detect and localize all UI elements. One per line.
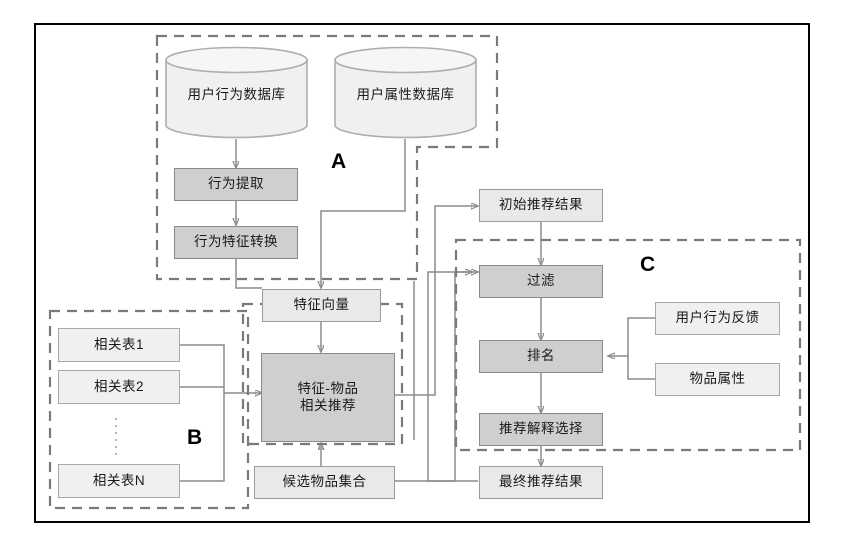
- node-behavior-extraction-label: 行为提取: [208, 176, 264, 192]
- db-user-attribute[interactable]: 用户属性数据库: [333, 46, 478, 140]
- node-behavior-feature-transform-label: 行为特征转换: [194, 234, 278, 250]
- node-candidate-item-set[interactable]: 候选物品集合: [254, 466, 395, 499]
- node-candidate-item-set-label: 候选物品集合: [282, 474, 367, 490]
- node-final-result-label: 最终推荐结果: [499, 474, 583, 490]
- node-item-attribute[interactable]: 物品属性: [655, 363, 780, 396]
- node-behavior-extraction[interactable]: 行为提取: [174, 168, 298, 201]
- node-feature-item-recommend-line1: 特征-物品: [297, 380, 359, 396]
- node-item-attribute-label: 物品属性: [689, 371, 746, 387]
- group-label-b: B: [187, 426, 203, 449]
- node-feature-item-recommend-line2: 相关推荐: [300, 397, 356, 413]
- node-explanation-selection[interactable]: 推荐解释选择: [479, 413, 603, 446]
- node-behavior-feature-transform[interactable]: 行为特征转换: [174, 226, 298, 259]
- node-initial-result-label: 初始推荐结果: [499, 197, 583, 213]
- db-user-behavior[interactable]: 用户行为数据库: [164, 46, 309, 140]
- group-label-a: A: [331, 150, 347, 173]
- node-ranking[interactable]: 排名: [479, 340, 603, 373]
- node-related-table-n[interactable]: 相关表N: [58, 464, 180, 498]
- node-related-table-2[interactable]: 相关表2: [58, 370, 180, 404]
- node-feature-vector-label: 特征向量: [293, 297, 350, 313]
- node-feature-item-recommend[interactable]: 特征-物品 相关推荐: [261, 353, 395, 442]
- node-related-table-n-label: 相关表N: [92, 472, 146, 488]
- node-final-result[interactable]: 最终推荐结果: [479, 466, 603, 499]
- node-related-table-1-label: 相关表1: [93, 336, 144, 352]
- node-filter[interactable]: 过滤: [479, 265, 603, 298]
- node-feature-vector[interactable]: 特征向量: [262, 289, 381, 322]
- db-user-attribute-label: 用户属性数据库: [356, 87, 455, 102]
- cylinder-shape: [165, 46, 308, 139]
- node-explanation-selection-label: 推荐解释选择: [499, 421, 583, 437]
- node-user-behavior-feedback-label: 用户行为反馈: [675, 310, 760, 326]
- node-related-table-2-label: 相关表2: [93, 378, 144, 394]
- db-user-behavior-label: 用户行为数据库: [187, 87, 286, 102]
- node-ranking-label: 排名: [527, 348, 555, 364]
- cylinder-shape: [334, 46, 477, 139]
- group-label-c: C: [640, 253, 656, 276]
- node-initial-result[interactable]: 初始推荐结果: [479, 189, 603, 222]
- node-filter-label: 过滤: [527, 273, 555, 289]
- node-user-behavior-feedback[interactable]: 用户行为反馈: [655, 302, 780, 335]
- node-related-table-1[interactable]: 相关表1: [58, 328, 180, 362]
